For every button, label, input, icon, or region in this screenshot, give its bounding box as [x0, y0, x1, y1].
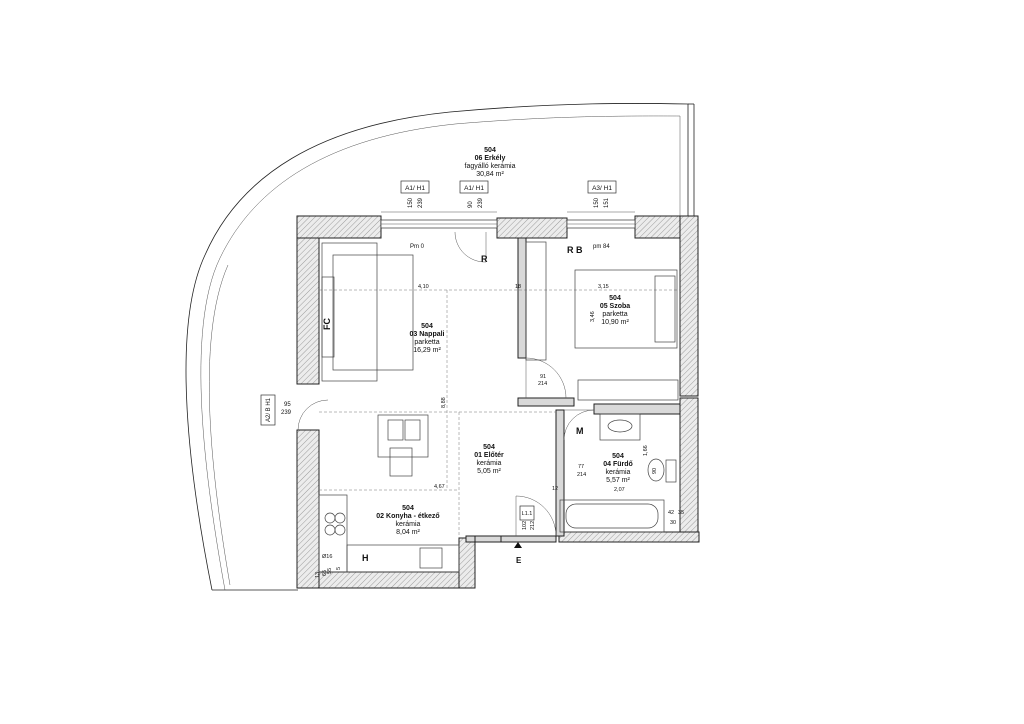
dim-door77: 77	[578, 464, 584, 470]
dim-w1b: 239	[418, 197, 424, 208]
marker-rb: R B	[567, 245, 583, 255]
room-material: parketta	[414, 339, 439, 346]
dim-w1a: 150	[408, 197, 414, 208]
dim-l1-212: 212	[530, 521, 536, 530]
marker-e: E	[516, 556, 522, 565]
window-dimensions: 150 239 90 239 150 151 95 239	[281, 197, 610, 416]
sofa	[321, 242, 414, 382]
room-number: 504	[483, 444, 495, 451]
markers: FC R R B M H E Pm 0 pm 84	[322, 244, 610, 565]
dim-w2a: 90	[468, 201, 474, 208]
bed	[574, 269, 679, 401]
dim-w3b: 151	[604, 197, 610, 208]
top-windows	[380, 211, 636, 229]
room-label-erkely: 504 06 Erkély fagyálló kerámia 30,84 m²	[465, 147, 516, 178]
dim-ent-30: 30	[670, 520, 676, 526]
label-pm84: pm 84	[593, 244, 610, 250]
bathtub	[559, 499, 665, 533]
tag-a3h1: A3/ H1	[592, 185, 612, 192]
dim-door-b: 239	[281, 410, 292, 416]
room-label-furdo: 504 04 Fürdő kerámia 5,57 m²	[603, 453, 633, 484]
marker-fc: FC	[322, 318, 332, 330]
room-label-konyha: 504 02 Konyha - étkező kerámia 8,04 m²	[376, 505, 439, 536]
marker-h: H	[362, 553, 369, 563]
tag-a1h1-mid: A1/ H1	[464, 185, 484, 192]
dim-nappali-w: 4,10	[418, 284, 429, 290]
wardrobe	[525, 241, 547, 361]
room-number: 504	[421, 323, 433, 330]
interior-dimensions: 4,10 18 3,15 3,46 8,88 91 214 77 214 4,6…	[315, 284, 684, 578]
label-pm0: Pm 0	[410, 244, 425, 250]
room-material: kerámia	[606, 469, 631, 476]
room-material: parketta	[602, 311, 627, 318]
room-label-eloter: 504 01 Előtér kerámia 5,05 m²	[474, 444, 504, 475]
dim-eloter-h: 8,88	[441, 397, 447, 408]
dim-ent-35: 35	[678, 510, 684, 516]
dim-w3a: 150	[594, 197, 600, 208]
dim-bath-90: 90	[652, 468, 658, 474]
dim-szoba-h: 3,46	[590, 311, 596, 322]
room-material: kerámia	[477, 460, 502, 467]
room-number: 504	[609, 295, 621, 302]
room-material: kerámia	[396, 521, 421, 528]
dim-s-13: 13	[315, 572, 321, 578]
dim-k-55: 55	[327, 568, 333, 574]
dim-door91: 91	[540, 374, 546, 380]
room-number: 504	[484, 147, 496, 154]
balcony-outline	[185, 102, 695, 591]
kitchen-counter	[318, 494, 460, 573]
door-swings	[297, 231, 595, 537]
bathroom-fixtures	[599, 413, 677, 483]
marker-m: M	[576, 426, 584, 436]
dim-bath-w: 2,07	[614, 487, 625, 493]
dim-l1-102: 102	[522, 521, 528, 530]
room-area: 16,29 m²	[413, 347, 441, 354]
dim-door-a: 95	[284, 402, 291, 408]
room-name: 04 Fürdő	[603, 461, 633, 468]
room-area: 5,05 m²	[477, 468, 501, 475]
dim-gap: 18	[515, 284, 521, 290]
dim-door214: 214	[538, 381, 547, 387]
room-number: 504	[402, 505, 414, 512]
room-area: 30,84 m²	[476, 171, 504, 178]
tag-l11: L1.1	[522, 511, 533, 517]
room-label-szoba: 504 05 Szoba parketta 10,90 m²	[600, 295, 630, 326]
dim-w2b: 239	[478, 197, 484, 208]
room-name: 01 Előtér	[474, 452, 504, 459]
entrance-door	[474, 535, 522, 548]
room-label-nappali: 504 03 Nappali parketta 16,29 m²	[409, 323, 444, 354]
room-material: fagyálló kerámia	[465, 163, 516, 170]
room-area: 5,57 m²	[606, 477, 630, 484]
marker-r: R	[481, 254, 488, 264]
dim-ent-12: 12	[552, 486, 558, 492]
room-number: 504	[612, 453, 624, 460]
dim-k-5: 5	[336, 567, 342, 570]
room-name: 05 Szoba	[600, 303, 630, 310]
room-name: 06 Erkély	[475, 155, 506, 162]
room-boundaries	[319, 289, 680, 538]
dim-door214b: 214	[577, 472, 586, 478]
dim-k-d16: Ø16	[322, 554, 332, 560]
window-tags: A1/ H1 A1/ H1 A3/ H1 A2/ B H1 L1.1	[260, 180, 617, 521]
room-area: 8,04 m²	[396, 529, 420, 536]
interior-walls	[465, 237, 681, 543]
dim-szoba-w: 3,15	[598, 284, 609, 290]
dim-s-65: 65	[322, 570, 328, 576]
dim-ent-42: 42	[668, 510, 674, 516]
room-name: 03 Nappali	[409, 331, 444, 338]
dim-bath-h: 1,66	[643, 445, 649, 456]
dim-kitchen-w: 4,67	[434, 484, 445, 490]
room-name: 02 Konyha - étkező	[376, 513, 439, 520]
tag-a1h1-left: A1/ H1	[405, 185, 425, 192]
dining-table	[377, 414, 429, 477]
room-area: 10,90 m²	[601, 319, 629, 326]
tag-a2bh1: A2/ B H1	[266, 397, 272, 422]
